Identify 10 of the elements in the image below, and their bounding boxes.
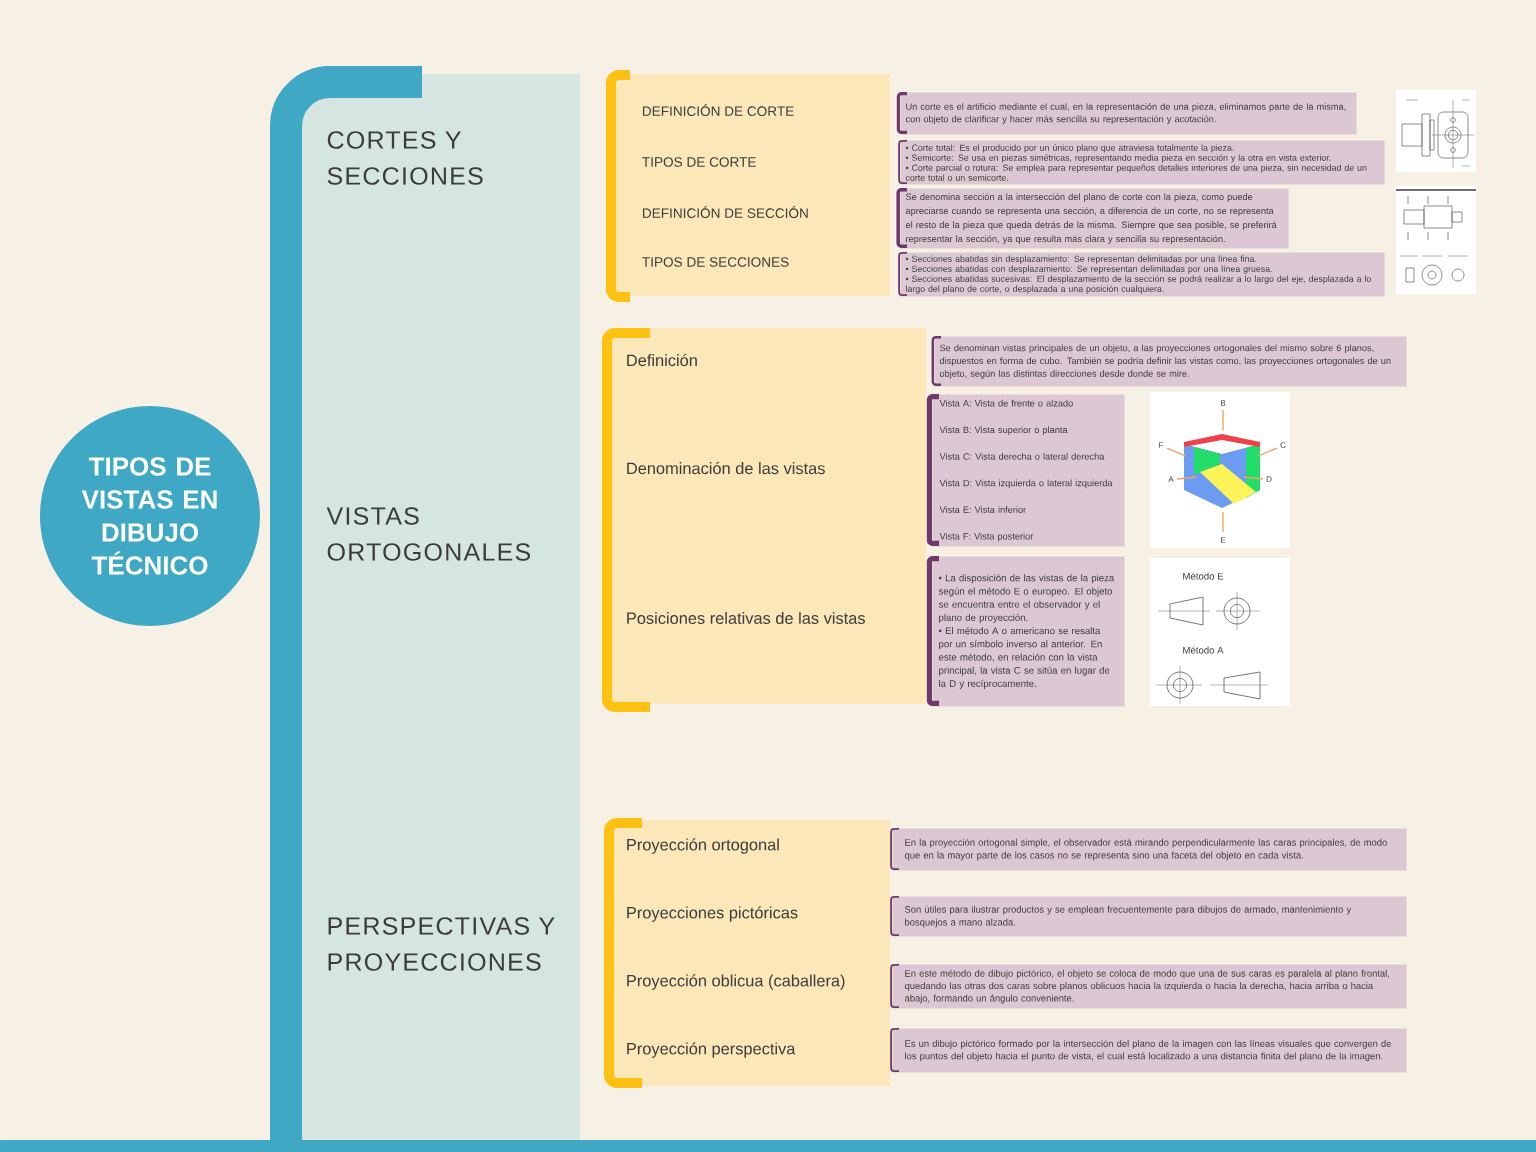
subtopic-label: Posiciones relativas de las vistas bbox=[627, 612, 865, 625]
subtopic-label: Proyección perspectiva bbox=[627, 1042, 796, 1058]
subtopic-label: Proyecciones pictóricas bbox=[627, 906, 798, 922]
topic-label: CORTES Y SECCIONES bbox=[327, 131, 483, 185]
topic-label: VISTAS ORTOGONALES bbox=[326, 507, 531, 561]
topic-label: PERSPECTIVAS Y PROYECCIONES bbox=[328, 917, 555, 971]
subtopic-label: Proyección ortogonal bbox=[627, 838, 779, 854]
subtopic-label: Definición bbox=[627, 353, 697, 367]
subtopic-label: Proyección oblicua (caballera) bbox=[627, 974, 845, 990]
subtopic-label: Denominación de las vistas bbox=[627, 461, 825, 475]
